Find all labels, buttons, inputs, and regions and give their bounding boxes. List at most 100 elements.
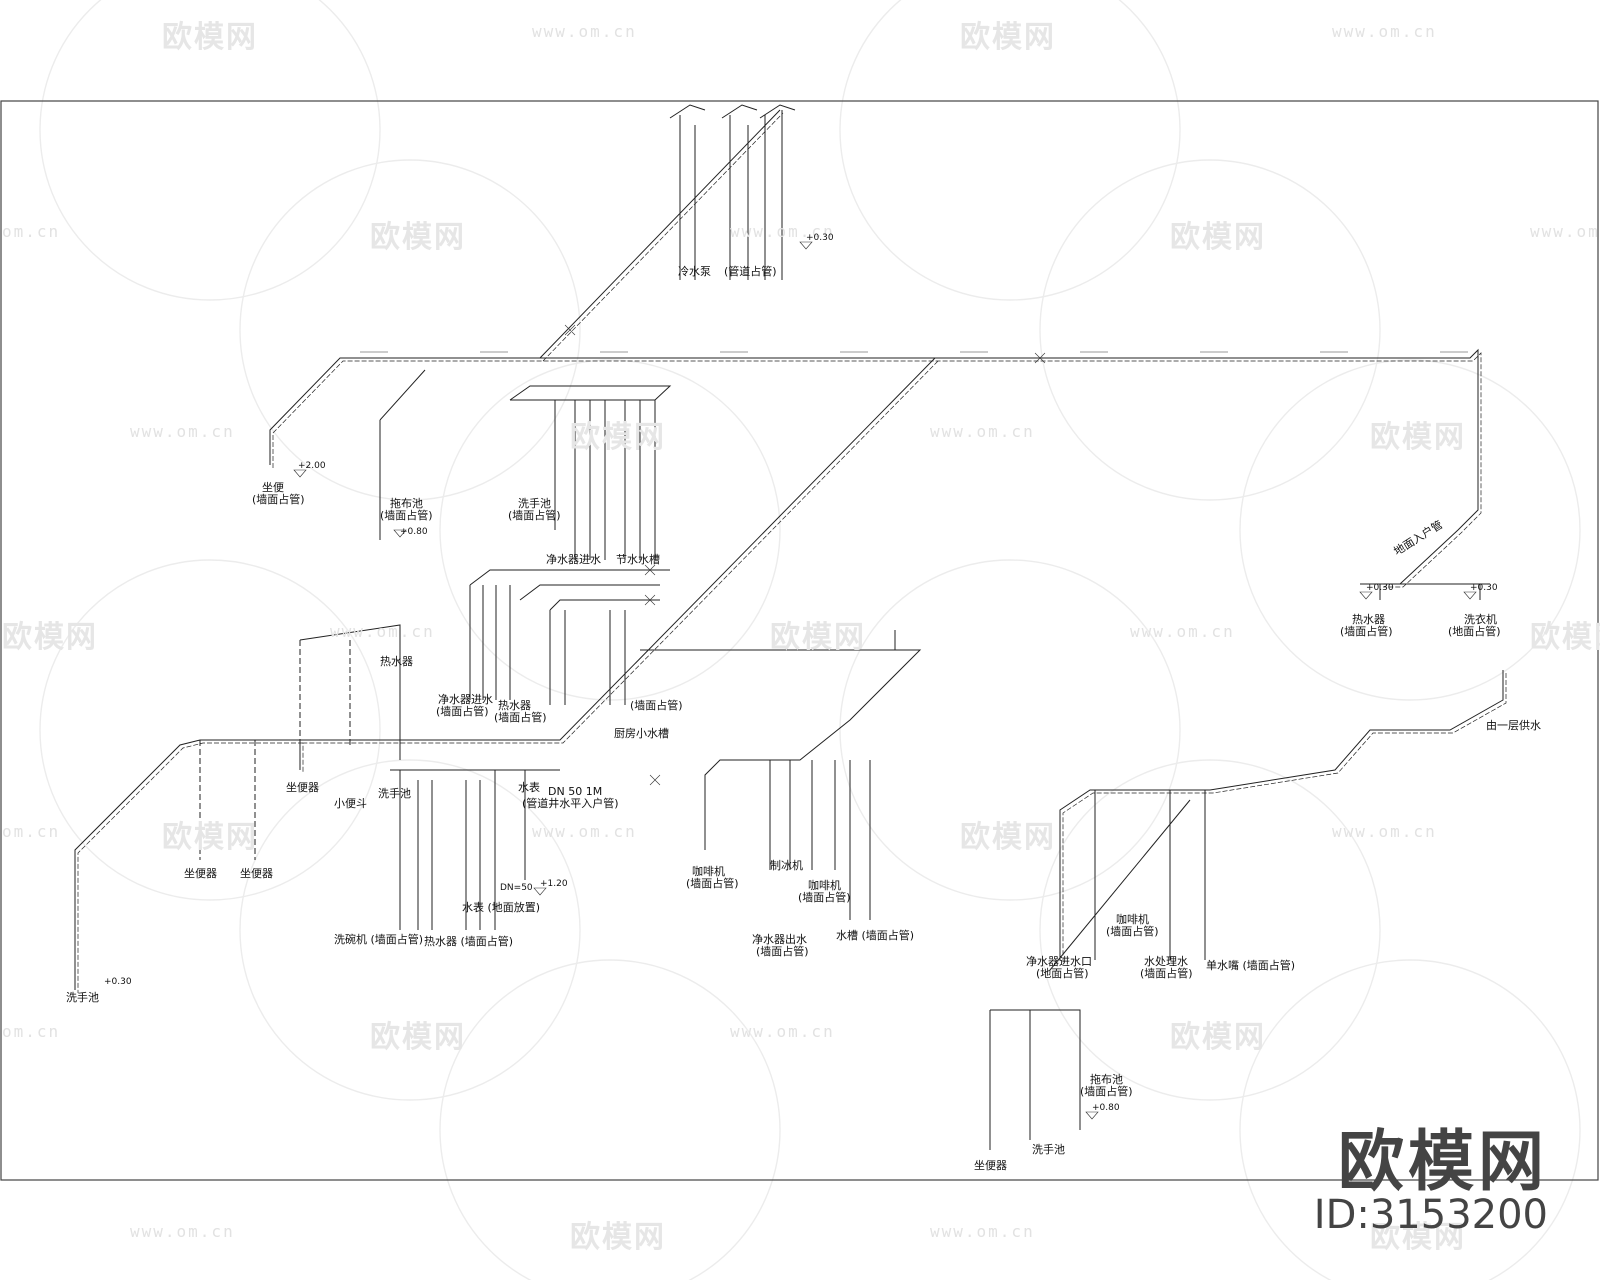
- label-right-hot-sub: (墙面占管): [1140, 967, 1193, 980]
- label-toilet-mid: 坐便器: [286, 781, 319, 794]
- label-mid-purifier-in: 净水器进水: [438, 693, 493, 706]
- watermark-circle: [839, 0, 1181, 301]
- watermark-logo: 欧模网: [162, 820, 258, 855]
- label-mop-sink-top-sub: (墙面占管): [380, 509, 433, 522]
- watermark-logo: 欧模网: [1530, 620, 1600, 655]
- label-bottom-hand: 洗手池: [1032, 1143, 1065, 1156]
- watermark-logo: 欧模网: [1370, 1220, 1466, 1255]
- watermark-circle: [39, 0, 381, 301]
- watermark-logo: 欧模网: [1370, 420, 1466, 455]
- main-supply-pipe: [272, 352, 1482, 588]
- manifold: [509, 385, 672, 401]
- watermark-circle: [1239, 959, 1581, 1280]
- watermark-logo: 欧模网: [2, 620, 98, 655]
- watermark-logo: 欧模网: [370, 220, 466, 255]
- watermark-logo: 欧模网: [770, 620, 866, 655]
- label-mid-elev-a: +0.30: [1470, 583, 1498, 593]
- elevation-marker: [1085, 1111, 1099, 1120]
- elevation-marker: [799, 241, 813, 250]
- watermark-logo: 欧模网: [1170, 220, 1266, 255]
- valve-symbol: [1034, 352, 1046, 364]
- label-water-meter-station: 水表 (地面放置): [462, 901, 541, 914]
- watermark-url: www.om.cn: [330, 622, 435, 641]
- label-floor-drain: 小便斗: [334, 797, 367, 810]
- watermark-url: www.om.cn: [1530, 222, 1600, 241]
- label-right-washer-sub: (地面占管): [1448, 625, 1501, 638]
- pipe-network: [74, 104, 1507, 1150]
- watermark-url: www.om.cn: [730, 222, 835, 241]
- label-hand-sink-mid-sub: (墙面占管): [508, 509, 561, 522]
- main-diagonal-pipe: [299, 357, 936, 770]
- label-waterproof: 热水器 (墙面占管): [424, 935, 514, 948]
- label-mid-inlet: DN 50 1M: [548, 785, 603, 798]
- label-right-washer: 洗衣机: [1464, 613, 1497, 626]
- label-left-elev: +0.30: [104, 977, 132, 987]
- watermark-url: www.om.cn: [532, 22, 637, 41]
- bottom-branch: [990, 1009, 1081, 1130]
- elevation-marker: [293, 469, 307, 478]
- elevation-marker: [393, 529, 407, 538]
- label-right-coffee: 咖啡机: [1116, 913, 1149, 926]
- watermark-url: om.cn: [2, 822, 61, 841]
- watermark-logo: 欧模网: [1170, 1020, 1266, 1055]
- watermark-circle: [1039, 159, 1381, 501]
- label-mop-sink-top: 拖布池: [390, 497, 423, 510]
- valve-symbol: [644, 594, 656, 606]
- label-right-purifier-sub: (地面占管): [1036, 967, 1089, 980]
- right-branch: [1059, 670, 1504, 960]
- right-diagonal: [1049, 799, 1191, 971]
- upper-cap: [669, 104, 706, 119]
- brand-id: ID:3153200: [1313, 1192, 1548, 1238]
- watermark-url: www.om.cn: [730, 1022, 835, 1041]
- label-left-fixture: 坐便: [262, 481, 284, 494]
- label-under-sink-wall: 厨房小水槽: [614, 727, 669, 740]
- watermark-url: om.cn: [2, 222, 61, 241]
- label-bottom-mop: 拖布池: [1090, 1073, 1123, 1086]
- watermark-logo: 欧模网: [960, 20, 1056, 55]
- watermark-circle: [239, 759, 581, 1101]
- label-top-pipe: (管道占管): [724, 265, 777, 278]
- watermark-circle: [39, 559, 381, 901]
- mid-right-branch: [640, 649, 922, 850]
- label-bottom-mop-sub: (墙面占管): [1080, 1085, 1133, 1098]
- label-coffee-machine-sub: (墙面占管): [686, 877, 739, 890]
- mid-manifold: [519, 584, 660, 601]
- label-ice-machine: 制冰机: [770, 859, 803, 872]
- valve-symbol: [644, 564, 656, 576]
- label-hand-sink-small: 洗手池: [378, 787, 411, 800]
- label-espresso: 咖啡机: [808, 879, 841, 892]
- label-toilet-b: 坐便器: [240, 867, 273, 880]
- label-mid-water-tank: 热水器: [380, 655, 413, 668]
- watermark-url: www.om.cn: [930, 422, 1035, 441]
- label-water-saver: 节水水槽: [616, 553, 660, 566]
- elevation-marker: [1359, 591, 1373, 600]
- watermark-logo: 欧模网: [570, 1220, 666, 1255]
- elevation-marker: [533, 887, 547, 896]
- label-dishwasher: 洗碗机 (墙面占管): [334, 933, 424, 946]
- label-mid-inlet-sub: (管道井水平入户管): [522, 797, 619, 810]
- watermark-circle: [439, 959, 781, 1280]
- label-mop-sink-top-elev: +0.80: [400, 527, 428, 537]
- mid-manifold: [469, 569, 670, 586]
- label-coffee-machine: 咖啡机: [692, 865, 725, 878]
- label-water-tap: 水槽 (墙面占管): [836, 929, 915, 942]
- watermark-logo: 欧模网: [570, 420, 666, 455]
- label-purifier-out-sub: (墙面占管): [756, 945, 809, 958]
- label-water-purifier-fill: 净水器进水: [546, 553, 601, 566]
- watermark-circle: [1039, 759, 1381, 1101]
- pipe-size-annotations: [293, 241, 1477, 1120]
- valve-symbol: [564, 324, 576, 336]
- label-left-fixture-sub: (墙面占管): [252, 493, 305, 506]
- label-mid-water-heater-sub: (墙面占管): [494, 711, 547, 724]
- watermark-logo: 欧模网: [370, 1020, 466, 1055]
- label-bottom-toilet: 坐便器: [974, 1159, 1007, 1172]
- label-right-purifier: 净水器进水口: [1026, 955, 1092, 968]
- label-toilet-a: 坐便器: [184, 867, 217, 880]
- label-mid-purifier-in-sub: (墙面占管): [436, 705, 489, 718]
- upper-cap: [721, 104, 758, 119]
- watermark-circle: [839, 559, 1181, 901]
- upper-cap: [759, 104, 796, 119]
- main-supply-pipe: [269, 348, 1479, 585]
- label-dn: DN=50: [500, 883, 533, 893]
- label-right-single: 单水嘴 (墙面占管): [1206, 959, 1296, 972]
